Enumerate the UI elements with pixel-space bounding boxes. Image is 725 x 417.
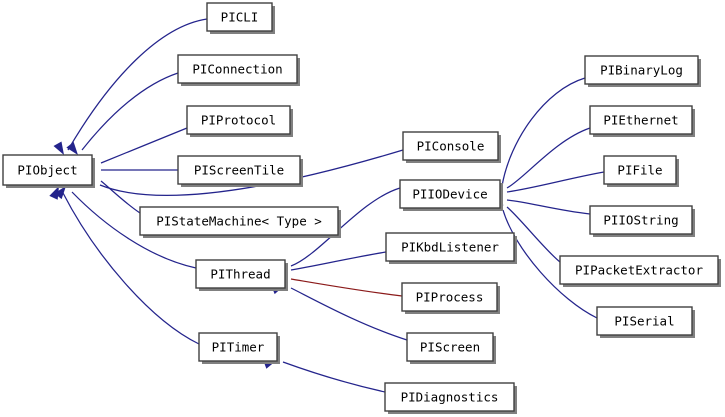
- node-label-piserial: PISerial: [614, 314, 674, 329]
- edge-pikbdlistener-to-pithread: [271, 251, 387, 274]
- node-label-piscreen: PIScreen: [420, 340, 480, 355]
- arrowhead-pitimer: [49, 186, 59, 200]
- node-box[interactable]: [401, 282, 498, 312]
- node-label-piiodevice: PIIODevice: [412, 187, 487, 202]
- node-layer: PIObject PICLI PIConnectionPIProtocolPIScr…: [2, 2, 721, 414]
- class-node-pikbdlistener[interactable]: PIKbdListener: [385, 232, 517, 264]
- node-label-picli: PICLI: [221, 10, 259, 25]
- class-node-piconsole[interactable]: PIConsole: [402, 131, 501, 163]
- class-node-pistatemachine[interactable]: PIStateMachine< Type >: [139, 206, 341, 238]
- edge-piprocess-to-pithread: [271, 275, 403, 297]
- class-node-piscreen[interactable]: PIScreen: [406, 332, 496, 364]
- edge-piscreen-to-pithread: [271, 285, 408, 341]
- edge-piconnection-to-piobject: [66, 72, 179, 155]
- node-box[interactable]: [402, 131, 499, 161]
- edge-pithread-to-piobject: [54, 186, 197, 269]
- arrowhead-piconnection: [66, 141, 78, 155]
- node-label-piiostring: PIIOString: [603, 213, 678, 228]
- node-label-piscreentile: PIScreenTile: [194, 163, 284, 178]
- node-box[interactable]: [177, 54, 298, 84]
- node-label-pifile: PIFile: [617, 163, 662, 178]
- class-node-picli[interactable]: PICLI: [206, 2, 275, 34]
- class-node-piscreentile[interactable]: PIScreenTile: [177, 155, 303, 187]
- edge-picli-to-piobject: [53, 18, 208, 155]
- node-label-pidiagnostics: PIDiagnostics: [401, 390, 499, 405]
- edge-layer: [49, 18, 605, 393]
- class-node-pibinarylog[interactable]: PIBinaryLog: [584, 55, 701, 87]
- node-label-pikbdlistener: PIKbdListener: [401, 240, 499, 255]
- node-label-pibinarylog: PIBinaryLog: [600, 63, 683, 78]
- node-label-pipacketextractor: PIPacketExtractor: [575, 263, 703, 278]
- node-box[interactable]: [2, 154, 93, 186]
- node-label-piprotocol: PIProtocol: [201, 113, 276, 128]
- class-node-piobject[interactable]: PIObject: [2, 154, 95, 188]
- node-box[interactable]: [177, 155, 301, 185]
- node-box[interactable]: [206, 2, 273, 32]
- node-label-piconnection: PIConnection: [192, 62, 282, 77]
- node-box[interactable]: [198, 332, 278, 362]
- node-box[interactable]: [596, 306, 693, 336]
- node-box[interactable]: [385, 232, 515, 262]
- node-box[interactable]: [589, 105, 693, 135]
- node-box[interactable]: [559, 255, 719, 285]
- node-label-piconsole: PIConsole: [417, 139, 485, 154]
- node-box[interactable]: [603, 155, 677, 185]
- class-node-pifile[interactable]: PIFile: [603, 155, 679, 187]
- node-label-piobject: PIObject: [17, 163, 77, 178]
- class-node-piethernet[interactable]: PIEthernet: [589, 105, 695, 137]
- node-box[interactable]: [195, 259, 286, 289]
- class-node-piiodevice[interactable]: PIIODevice: [399, 179, 503, 211]
- class-node-piconnection[interactable]: PIConnection: [177, 54, 300, 86]
- class-node-piserial[interactable]: PISerial: [596, 306, 695, 338]
- node-label-piethernet: PIEthernet: [603, 113, 678, 128]
- class-node-pipacketextractor[interactable]: PIPacketExtractor: [559, 255, 721, 287]
- node-label-piprocess: PIProcess: [416, 290, 484, 305]
- node-box[interactable]: [186, 105, 291, 135]
- node-box[interactable]: [406, 332, 494, 362]
- class-node-pitimer[interactable]: PITimer: [198, 332, 280, 364]
- arrowhead-pithread: [54, 186, 66, 200]
- node-box[interactable]: [139, 206, 339, 236]
- edge-pitimer-to-piobject: [49, 186, 200, 345]
- node-box[interactable]: [399, 179, 501, 209]
- class-node-piprotocol[interactable]: PIProtocol: [186, 105, 293, 137]
- node-label-pistatemachine: PIStateMachine< Type >: [156, 214, 322, 229]
- edge-pibinarylog-to-piiodevice: [494, 77, 586, 206]
- node-box[interactable]: [384, 382, 515, 412]
- arrowhead-picli: [53, 141, 64, 155]
- class-node-piiostring[interactable]: PIIOString: [589, 205, 695, 237]
- class-node-pidiagnostics[interactable]: PIDiagnostics: [384, 382, 517, 414]
- edge-pifile-to-piiodevice: [487, 171, 605, 200]
- edge-pidiagnostics-to-pitimer: [263, 360, 386, 393]
- class-node-pithread[interactable]: PIThread: [195, 259, 288, 291]
- node-label-pithread: PIThread: [210, 267, 270, 282]
- node-label-pitimer: PITimer: [212, 340, 265, 355]
- node-box[interactable]: [584, 55, 699, 85]
- class-node-piprocess[interactable]: PIProcess: [401, 282, 500, 314]
- node-box[interactable]: [589, 205, 693, 235]
